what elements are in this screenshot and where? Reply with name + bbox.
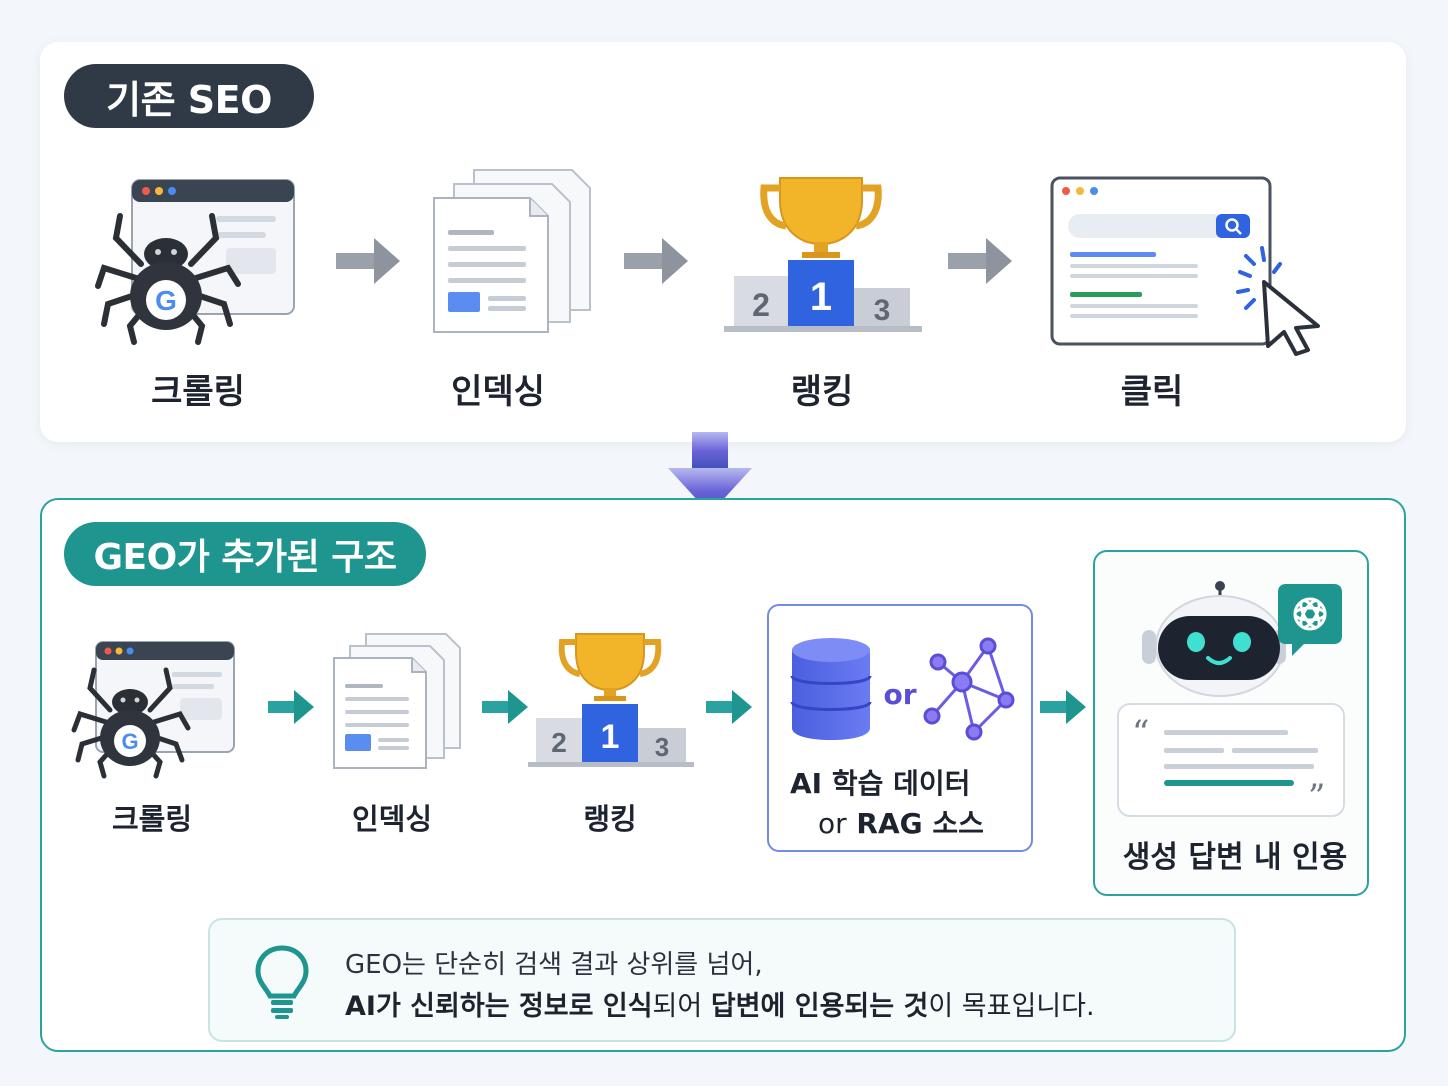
podium-second: 2 [551, 727, 567, 758]
seo-step-ranking-label: 랭킹 [790, 372, 854, 412]
knowledge-graph-icon [923, 637, 1015, 741]
teal-arrow-icon [1040, 690, 1086, 724]
podium-first: 1 [601, 718, 620, 756]
lightbulb-icon [255, 945, 309, 1019]
geo-step-ranking-label: 랭킹 [583, 802, 637, 836]
svg-text:G: G [121, 729, 138, 754]
robot-icon [1142, 581, 1286, 697]
teal-arrow-icon [268, 690, 314, 724]
ai-data-text: AI 학습 데이터 or RAG 소스 [790, 764, 1020, 844]
seo-step-crawl-label: 크롤링 [151, 372, 245, 412]
svg-text:G: G [155, 285, 177, 316]
documents-index-icon [433, 169, 591, 333]
gray-arrow-icon [624, 238, 688, 284]
svg-text:”: ” [1308, 777, 1325, 817]
geo-title-badge: GEO가 추가된 구조 [64, 522, 426, 586]
geo-step-crawl-label: 크롤링 [111, 802, 193, 836]
ai-data-line2: or RAG 소스 [818, 807, 984, 840]
ai-data-box [767, 604, 1033, 852]
podium-second: 2 [752, 287, 770, 323]
trophy-podium-icon: 1 2 3 [724, 177, 922, 332]
podium-first: 1 [810, 275, 832, 319]
trophy-podium-icon: 1 2 3 [528, 633, 694, 767]
svg-text:“: “ [1132, 713, 1149, 753]
ai-data-line1: AI 학습 데이터 [790, 767, 971, 800]
note-box [208, 918, 1236, 1042]
podium-third: 3 [874, 294, 891, 327]
seo-step-click-label: 클릭 [1120, 372, 1184, 412]
gray-arrow-icon [336, 238, 400, 284]
citation-label: 생성 답변 내 인용 [1122, 840, 1348, 875]
search-click-icon [1050, 176, 1320, 356]
podium-third: 3 [655, 732, 669, 762]
teal-arrow-icon [482, 690, 528, 724]
quote-card-icon: “ ” [1117, 703, 1345, 817]
seo-title-badge: 기존 SEO [64, 64, 314, 128]
teal-arrow-icon [706, 690, 752, 724]
database-icon [790, 638, 872, 740]
spider-crawler-icon: G [95, 179, 295, 345]
spider-crawler-icon: G [71, 641, 235, 779]
or-text: or [883, 678, 917, 711]
seo-step-index-label: 인덱싱 [451, 372, 545, 412]
note-line2: AI가 신뢰하는 정보로 인식되어 답변에 인용되는 것이 목표입니다. [345, 991, 1095, 1022]
documents-index-icon [333, 633, 461, 769]
openai-logo-icon [1278, 584, 1342, 656]
gray-arrow-icon [948, 238, 1012, 284]
note-line1: GEO는 단순히 검색 결과 상위를 넘어, [345, 950, 763, 980]
geo-step-index-label: 인덱싱 [351, 802, 433, 836]
down-arrow-icon [640, 432, 780, 514]
